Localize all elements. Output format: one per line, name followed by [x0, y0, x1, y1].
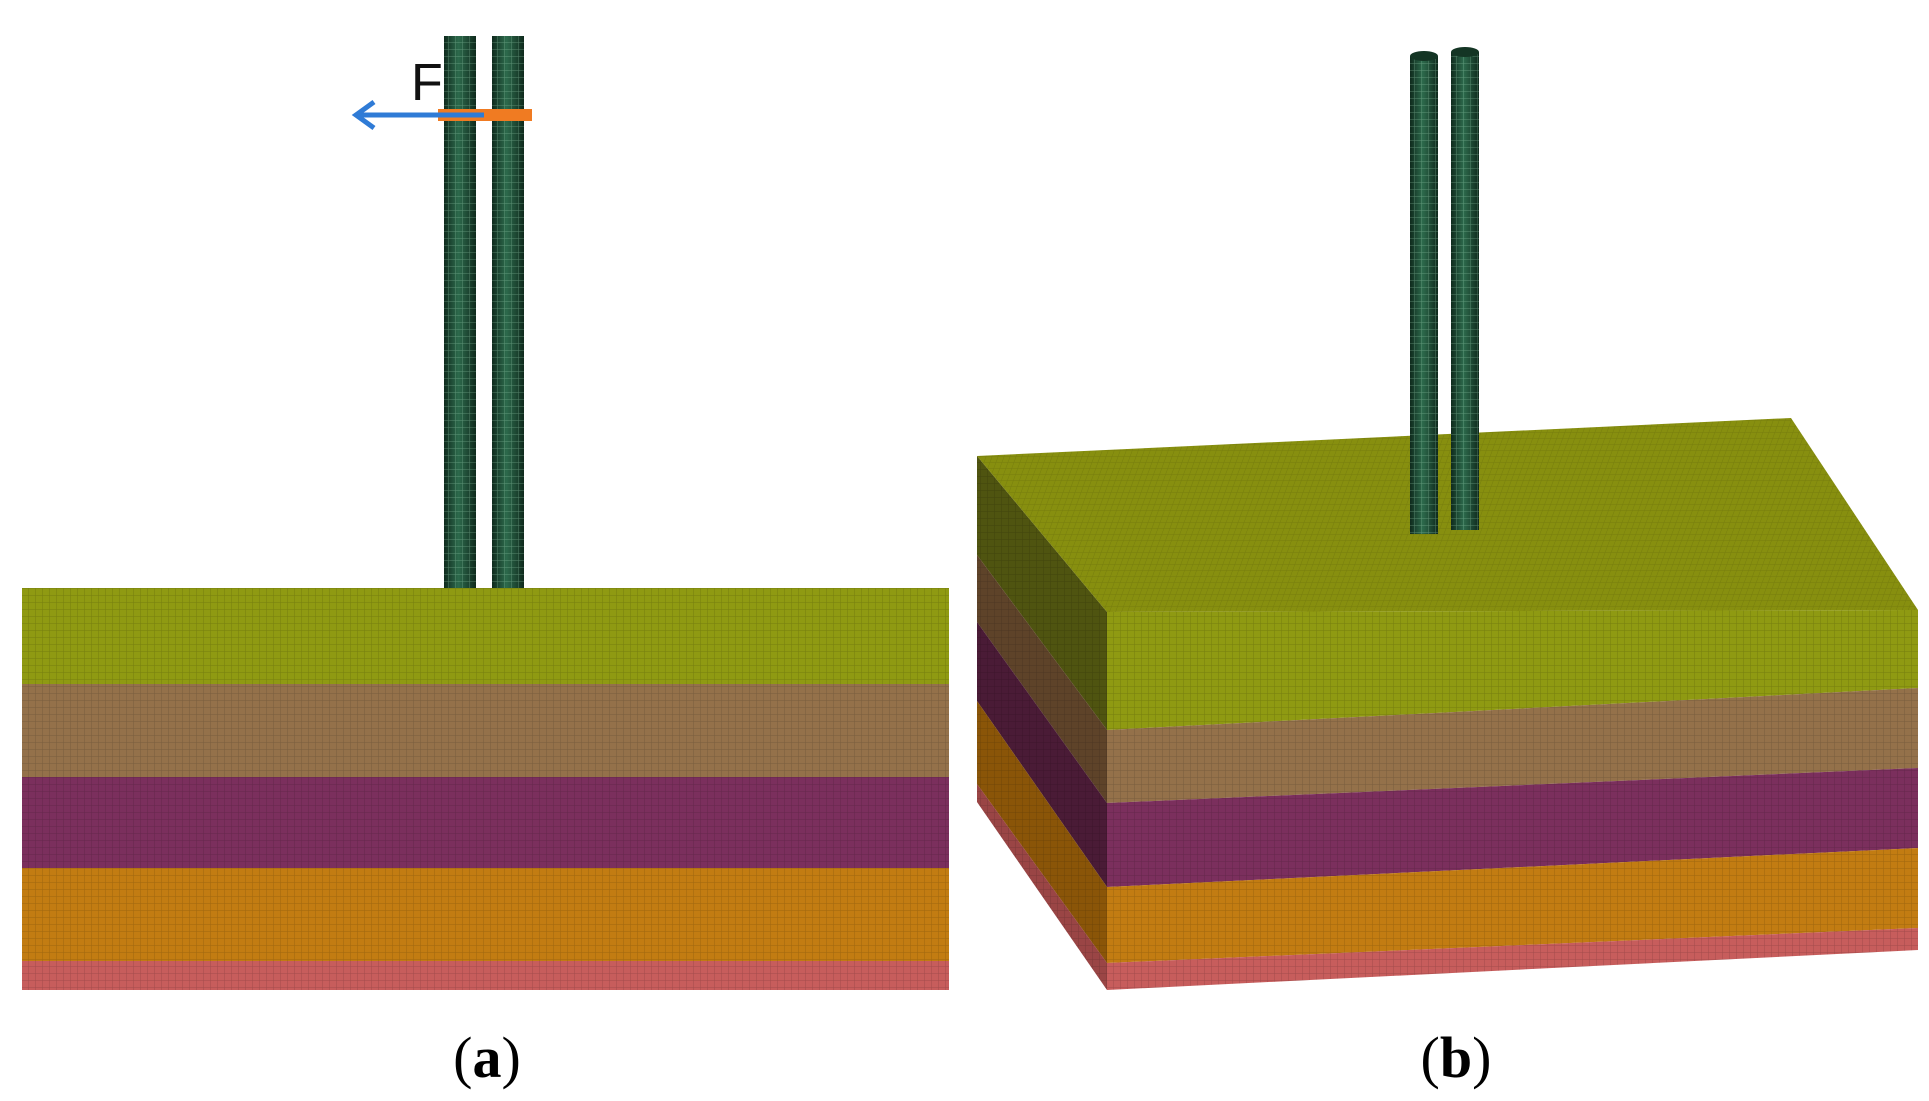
force-arrow-icon — [351, 99, 484, 131]
panel-a-soil-block — [22, 588, 949, 990]
panel-a-front-view: F (a) — [22, 36, 949, 1090]
panel-b-isometric-view: (b) — [977, 47, 1918, 1090]
panel-b-pile-group — [1410, 47, 1479, 534]
panel-a-caption: (a) — [453, 1025, 521, 1090]
panel-a-force-label: F — [411, 54, 443, 112]
panel-a-load-bar — [438, 109, 532, 121]
panel-b-front-face — [1107, 610, 1918, 990]
panel-b-side-face — [977, 456, 1107, 990]
panel-a-pile-group — [444, 36, 524, 588]
panel-b-caption: (b) — [1421, 1025, 1492, 1090]
